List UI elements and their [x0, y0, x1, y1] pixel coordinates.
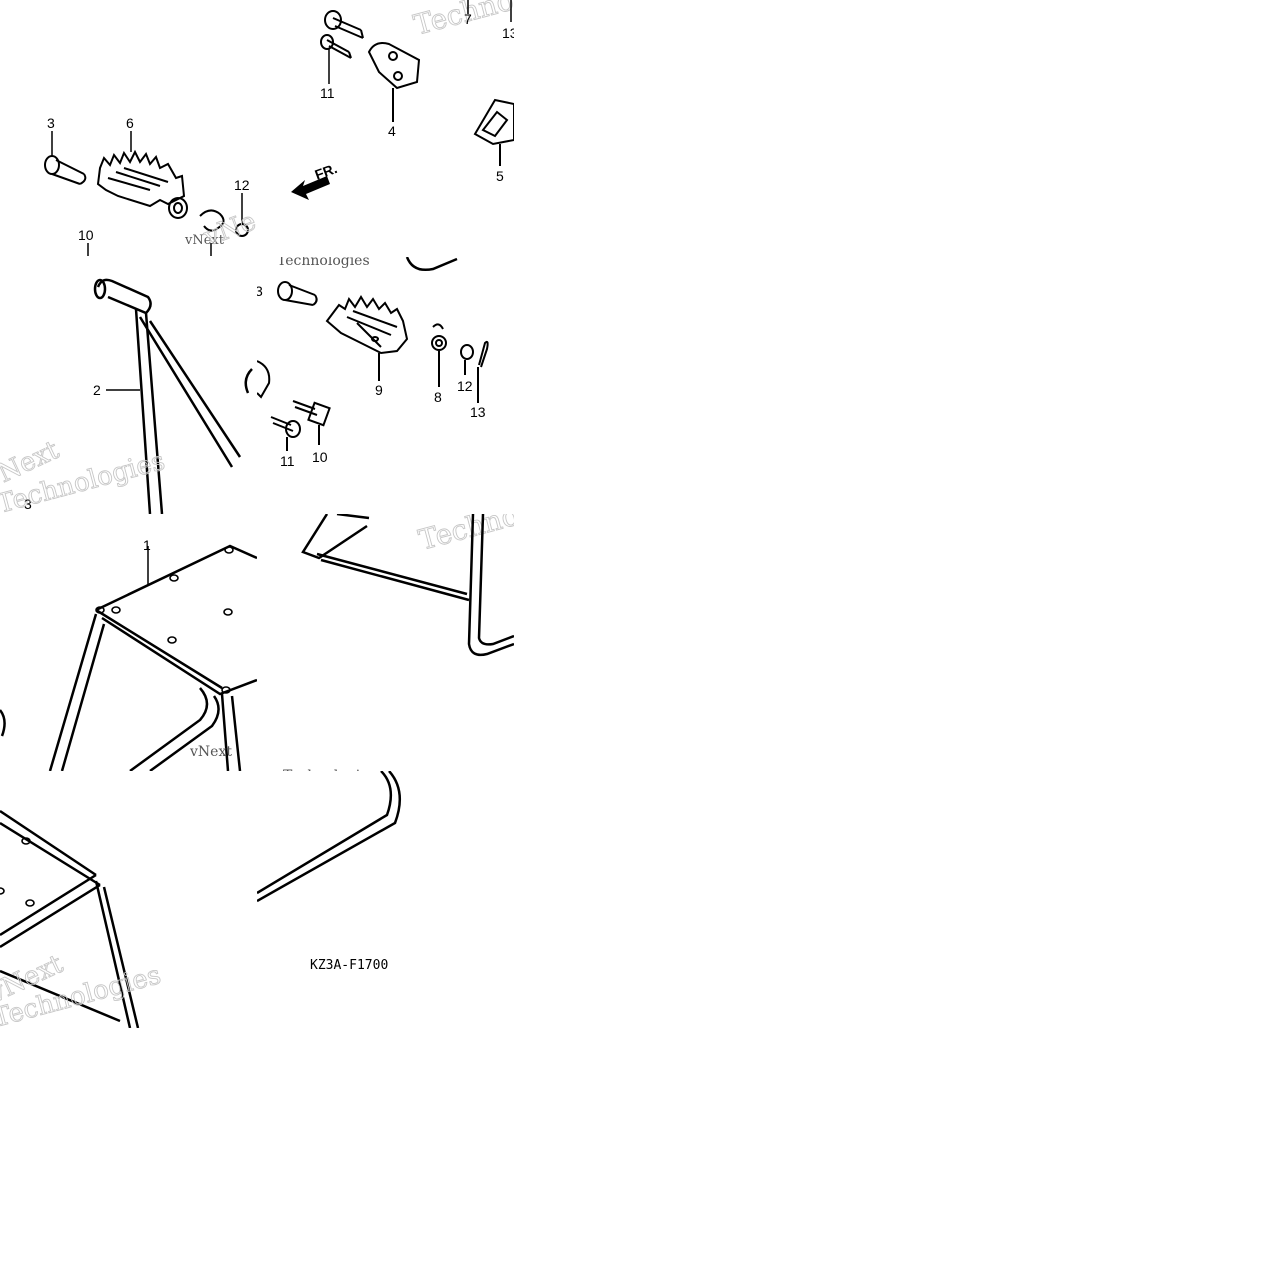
- bracket-fragment: [405, 257, 458, 271]
- stand-top-holes: [95, 546, 234, 694]
- watermark-brand: vNext: [184, 233, 225, 248]
- callout-12b: 12: [457, 378, 473, 394]
- watermark-brand-outline: vNe: [199, 206, 257, 253]
- stand-corner-drawing: KZ3A-F1700: [257, 771, 402, 973]
- front-direction-arrow: FR.: [291, 160, 339, 200]
- callout-13: 13: [502, 25, 514, 41]
- diagram-tile-stand-corner: KZ3A-F1700: [257, 771, 514, 1028]
- stand-bottom-part: [0, 809, 140, 1028]
- front-direction-label: FR.: [313, 160, 340, 183]
- pin-part: [44, 155, 87, 185]
- washer-part: [460, 344, 474, 375]
- diagram-tile-stand-rail: Technologies Technologies: [257, 514, 514, 771]
- callout-1: 1: [143, 537, 151, 553]
- stand-corner-part: [257, 771, 402, 903]
- callout-5: 5: [496, 168, 504, 184]
- diagram-tile-footpeg-left: 3 6 12 10 vNext vNe: [0, 0, 257, 257]
- stand-bottom-drawing: vNext Technologies: [0, 809, 164, 1028]
- cotter-pin-part: [477, 340, 489, 403]
- callout-10b: 10: [312, 449, 328, 465]
- bracket-part-4: [367, 42, 421, 122]
- diagram-tile-footpeg-right: Technologies: [257, 257, 514, 514]
- watermark-word-5: Technologies: [283, 768, 376, 771]
- diagram-tile-brackets: Technologies: [257, 0, 514, 257]
- diagram-tile-stand-handle: 2 3 vNext Technologies: [0, 257, 257, 514]
- callout-8: 8: [434, 389, 442, 405]
- stand-bottom-holes: [0, 837, 35, 907]
- callout-9: 9: [375, 382, 383, 398]
- footpeg-part: [325, 295, 409, 381]
- footpeg-part: [96, 149, 188, 219]
- callout-10: 10: [78, 227, 94, 243]
- pin-part: [277, 281, 318, 306]
- brackets-drawing: Technologies: [291, 0, 514, 200]
- bolt-part: [257, 360, 331, 451]
- callout-3: 3: [47, 115, 55, 131]
- spring-part: [431, 323, 447, 387]
- diagram-tile-stand-box: 1 vNext: [0, 514, 257, 771]
- callout-11: 11: [320, 85, 335, 101]
- callout-6: 6: [126, 115, 134, 131]
- leader-lines: [51, 131, 243, 256]
- callout-4: 4: [388, 123, 396, 139]
- watermark-word-3: Technologies: [277, 257, 370, 269]
- bolt-part: [320, 10, 364, 59]
- watermark-word-4: Technologies: [415, 514, 514, 557]
- watermark-word: Technologies: [410, 0, 514, 42]
- callout-13b: 13: [470, 404, 486, 420]
- callout-7: 7: [464, 11, 472, 27]
- callout-11b: 11: [280, 453, 295, 469]
- footpeg-left-drawing: 3 6 12 10 vNext vNe: [44, 115, 257, 256]
- callout-2: 2: [93, 382, 101, 398]
- footpeg-right-drawing: Technologies: [257, 257, 489, 469]
- stand-box-drawing: 1 vNext: [0, 537, 257, 771]
- drawing-code: KZ3A-F1700: [310, 958, 388, 973]
- stand-top-part: [0, 544, 257, 771]
- callout-3b: 3: [24, 496, 32, 512]
- stand-handle-drawing: 2 3 vNext Technologies: [0, 278, 253, 514]
- stand-frame-part: [93, 278, 253, 514]
- callout-12: 12: [234, 177, 250, 193]
- stand-rail-drawing: Technologies Technologies: [283, 514, 514, 771]
- callout-3c: 3: [257, 283, 263, 299]
- bracket-part-5: [473, 98, 514, 166]
- leader-lines: [328, 0, 512, 84]
- diagram-tile-stand-bottom: vNext Technologies: [0, 771, 257, 1028]
- watermark-brand-3: vNext: [189, 744, 232, 760]
- stand-rail-part: [301, 514, 514, 657]
